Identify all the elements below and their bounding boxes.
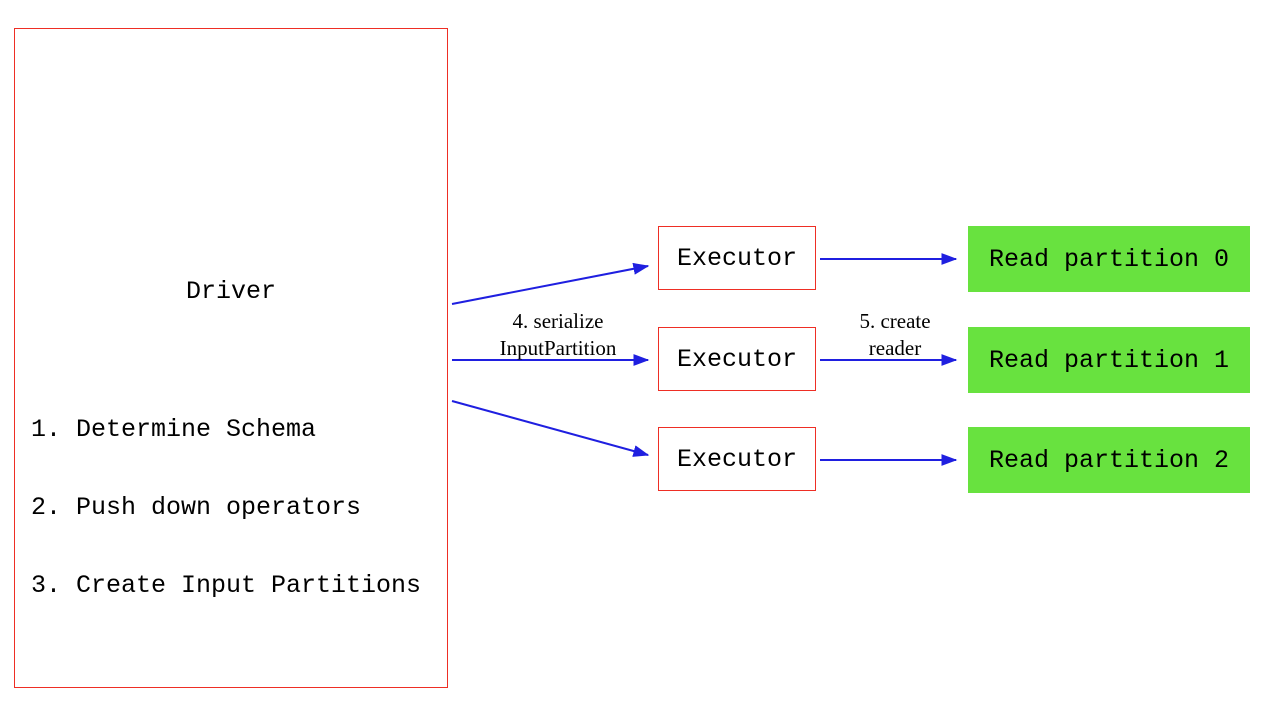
arrow-driver-to-executor-2 — [451, 400, 650, 457]
edge-label-serialize-inputpartition: 4. serialize InputPartition — [499, 309, 617, 360]
driver-title: Driver — [185, 277, 276, 306]
driver-steps-list: 1. Determine Schema 2. Push down operato… — [31, 365, 421, 651]
driver-step: 3. Create Input Partitions — [31, 571, 422, 600]
read-partition-label: Read partition 1 — [988, 345, 1230, 375]
executor-label: Executor — [676, 344, 798, 374]
executor-label: Executor — [676, 444, 798, 474]
executor-label: Executor — [676, 243, 798, 273]
arrow-driver-to-executor-0 — [451, 262, 650, 305]
read-partition-box-0: Read partition 0 — [968, 226, 1250, 292]
driver-step: 2. Push down operators — [31, 493, 362, 522]
executor-box-0: Executor — [658, 226, 816, 290]
read-partition-label: Read partition 0 — [988, 244, 1230, 274]
executor-box-2: Executor — [658, 427, 816, 491]
edge-label-create-reader: 5. create reader — [859, 309, 931, 360]
read-partition-box-2: Read partition 2 — [968, 427, 1250, 493]
driver-box: Driver 1. Determine Schema 2. Push down … — [14, 28, 448, 688]
driver-step: 1. Determine Schema — [31, 415, 317, 444]
read-partition-box-1: Read partition 1 — [968, 327, 1250, 393]
read-partition-label: Read partition 2 — [988, 445, 1230, 475]
executor-box-1: Executor — [658, 327, 816, 391]
